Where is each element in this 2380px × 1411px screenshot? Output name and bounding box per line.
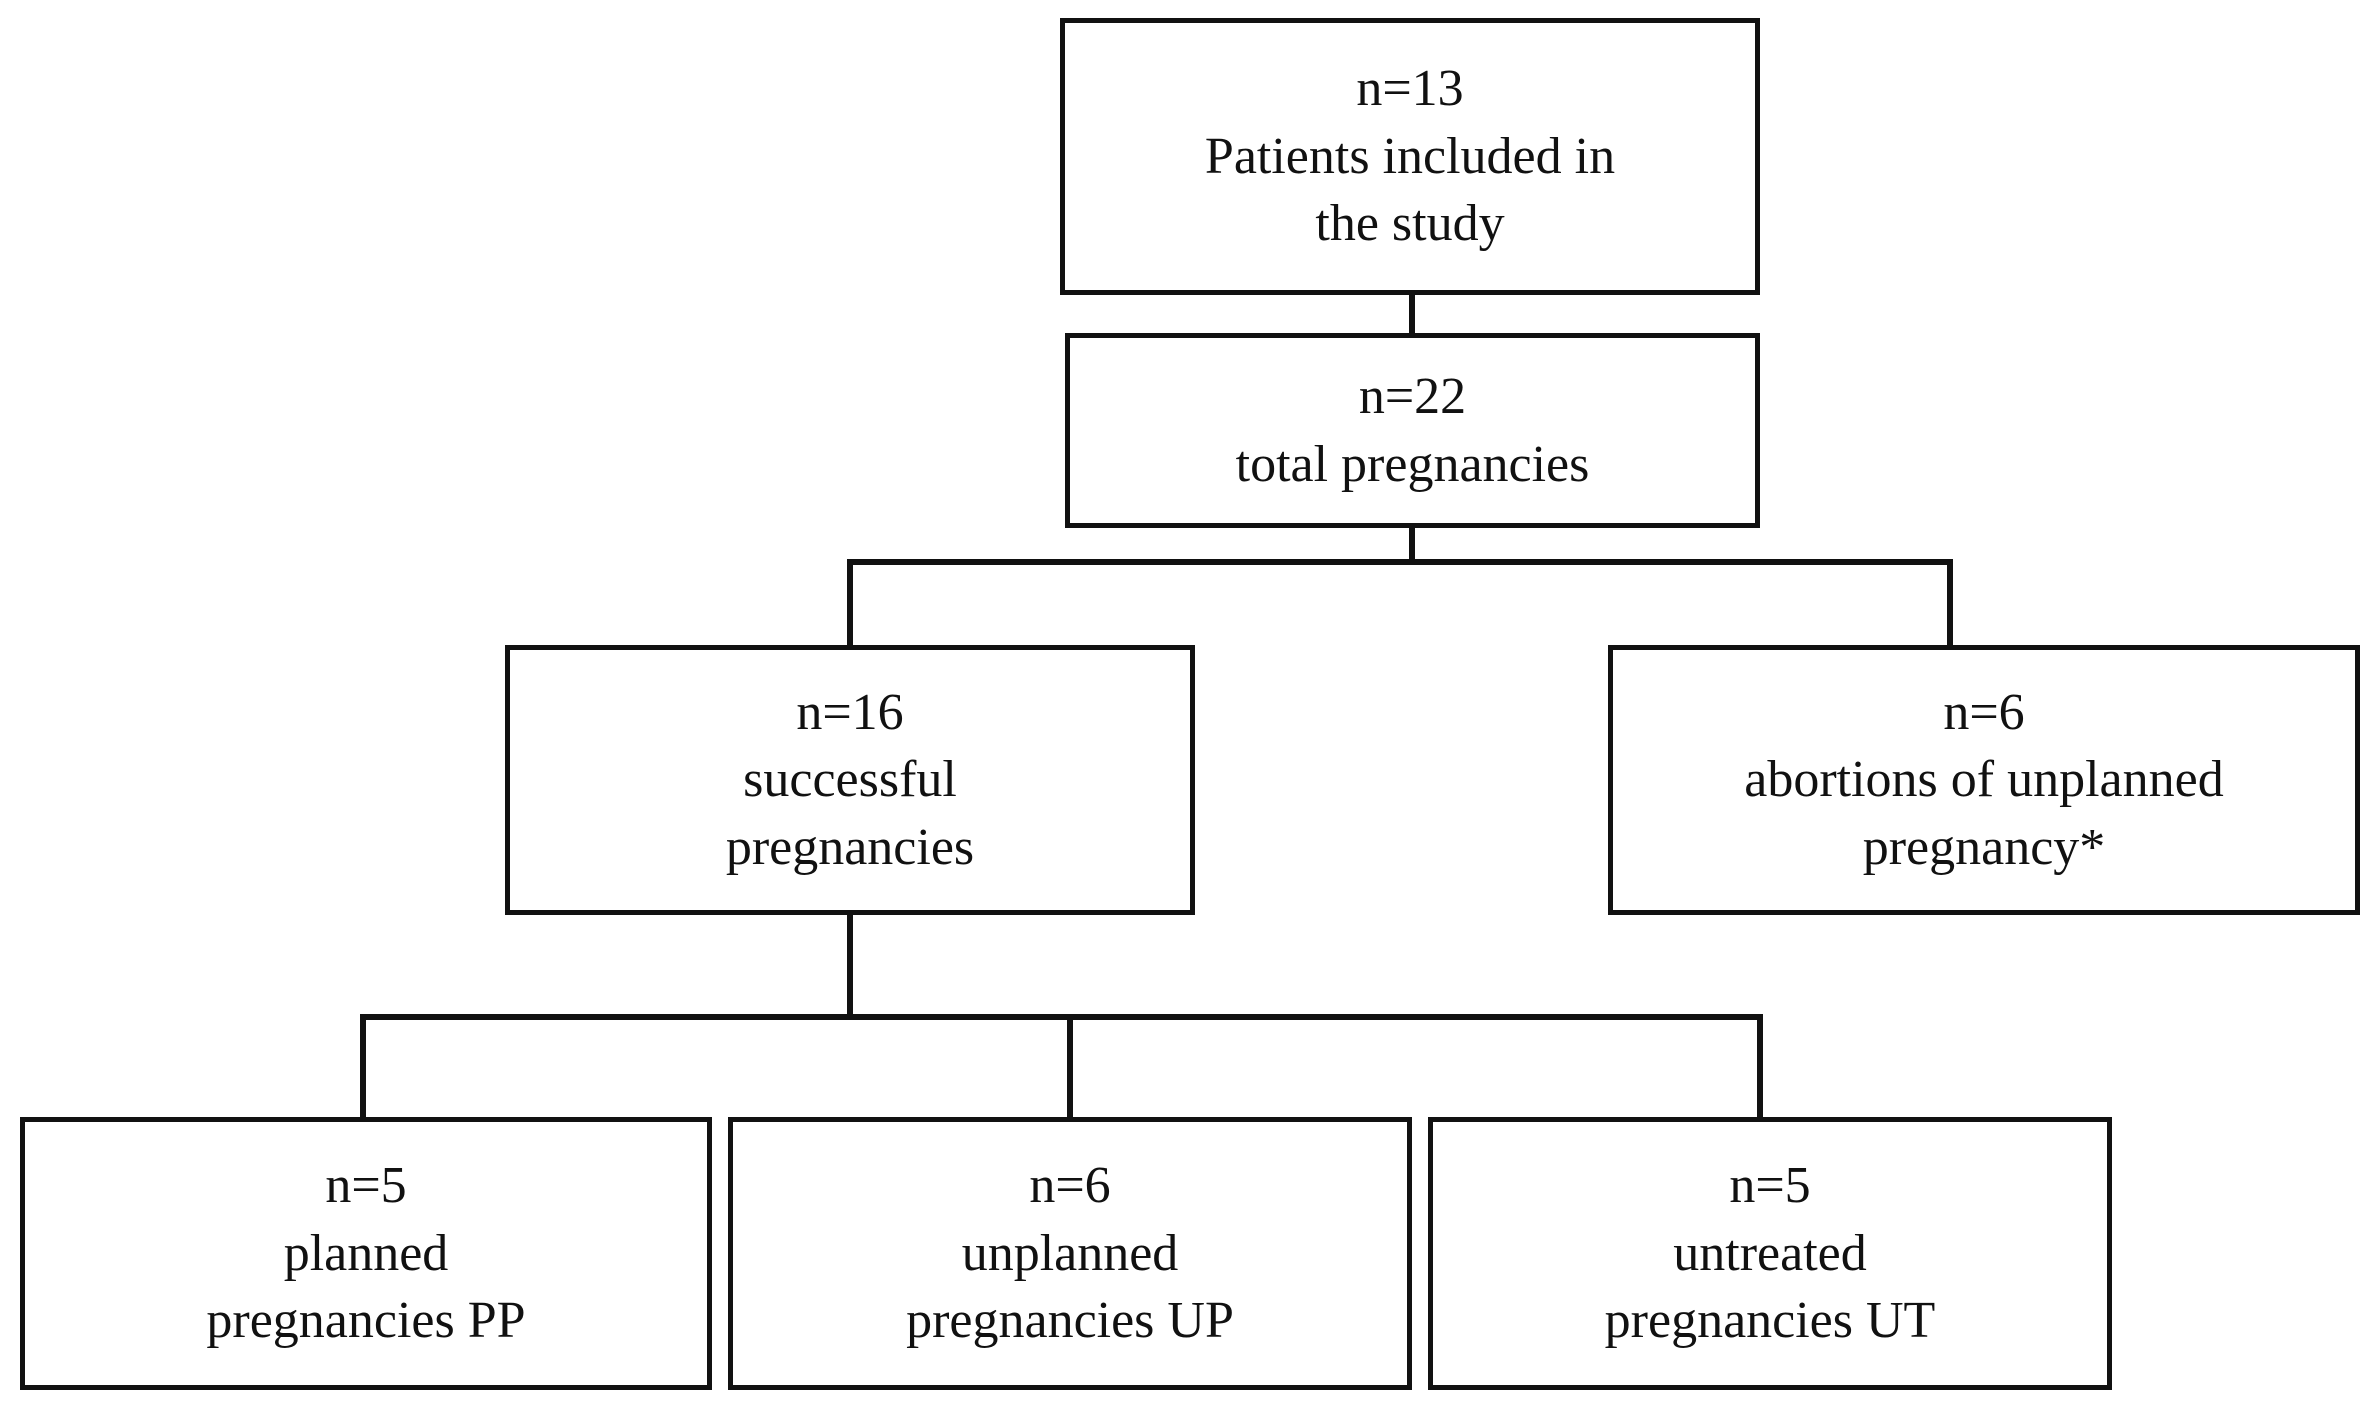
connector-included-to-total xyxy=(1409,293,1415,335)
connector-total-stem xyxy=(1409,526,1415,565)
node-line-count: n=22 xyxy=(1358,367,1467,425)
node-line-count: n=5 xyxy=(325,1157,407,1215)
node-total-pregnancies: n=22 total pregnancies xyxy=(1065,333,1760,528)
node-line-count: n=6 xyxy=(1029,1157,1111,1215)
node-line-text-2: pregnancy* xyxy=(1862,818,2106,876)
node-patients-included: n=13 Patients included in the study xyxy=(1060,18,1760,295)
connector-total-to-successful xyxy=(847,559,853,647)
node-line-text-1: planned xyxy=(283,1224,449,1282)
node-line-text-2: pregnancies UP xyxy=(906,1292,1234,1350)
node-line-count: n=6 xyxy=(1943,683,2025,741)
node-line-text-1: abortions of unplanned xyxy=(1744,751,2224,809)
node-abortions-unplanned: n=6 abortions of unplanned pregnancy* xyxy=(1608,645,2360,915)
node-untreated-pregnancies-ut: n=5 untreated pregnancies UT xyxy=(1428,1117,2112,1390)
connector-successful-to-planned xyxy=(360,1014,366,1119)
node-line-text-2: pregnancies PP xyxy=(206,1292,526,1350)
connector-total-to-abortions xyxy=(1947,559,1953,647)
connector-successful-stem xyxy=(847,913,853,1018)
node-line-text-1: Patients included in xyxy=(1204,127,1616,185)
connector-successful-to-unplanned xyxy=(1067,1014,1073,1119)
connector-successful-split-bar xyxy=(360,1014,1763,1020)
node-line-count: n=13 xyxy=(1356,60,1464,118)
node-line-text-2: the study xyxy=(1315,195,1505,253)
node-planned-pregnancies-pp: n=5 planned pregnancies PP xyxy=(20,1117,712,1390)
connector-total-split-bar xyxy=(847,559,1953,565)
node-line-text-2: pregnancies UT xyxy=(1604,1292,1936,1350)
node-line-text-1: successful xyxy=(743,751,957,809)
node-line-count: n=16 xyxy=(796,683,904,741)
node-line-text-1: total pregnancies xyxy=(1235,435,1590,493)
node-line-text-1: unplanned xyxy=(961,1224,1179,1282)
node-line-text-2: pregnancies xyxy=(725,818,975,876)
node-successful-pregnancies: n=16 successful pregnancies xyxy=(505,645,1195,915)
node-unplanned-pregnancies-up: n=6 unplanned pregnancies UP xyxy=(728,1117,1412,1390)
node-line-count: n=5 xyxy=(1729,1157,1811,1215)
node-line-text-1: untreated xyxy=(1673,1224,1867,1282)
connector-successful-to-untreated xyxy=(1757,1014,1763,1119)
